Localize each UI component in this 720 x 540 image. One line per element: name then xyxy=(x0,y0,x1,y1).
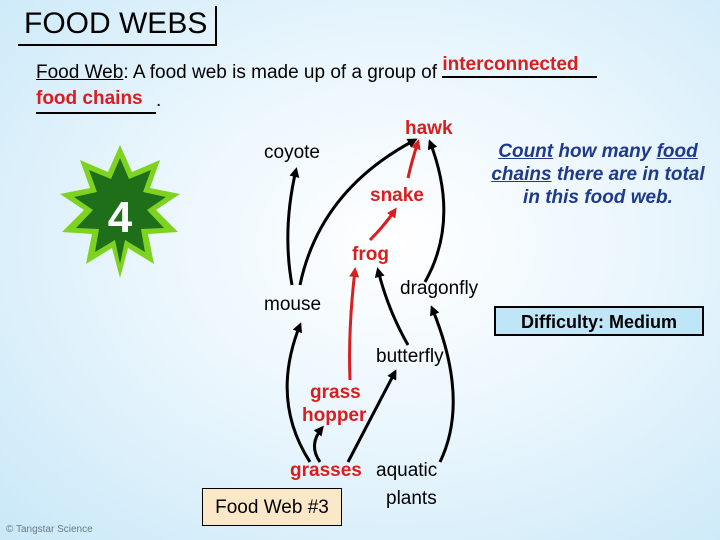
label-aquatic-1: aquatic xyxy=(376,460,438,481)
label-dragonfly: dragonfly xyxy=(400,278,479,299)
food-web-number: Food Web #3 xyxy=(202,488,342,526)
instruction-text: Count how many food chains there are in … xyxy=(482,140,714,209)
label-coyote: coyote xyxy=(264,142,320,163)
arrow-dragonfly-frog xyxy=(374,267,410,346)
label-butterfly: butterfly xyxy=(376,346,444,367)
copyright: © Tangstar Science xyxy=(6,524,93,535)
label-grasshopper-1: grass xyxy=(310,382,361,403)
arrow-grasses-butterfly xyxy=(346,369,397,463)
instruction-word-food-chains: food chains xyxy=(491,141,698,185)
label-grasses: grasses xyxy=(290,460,362,481)
label-grasshopper-2: hopper xyxy=(302,405,367,426)
label-snake: snake xyxy=(370,185,424,206)
definition-line-2: food chains. xyxy=(36,88,161,114)
arrow-mouse-coyote xyxy=(286,167,300,286)
definition-text: : A food web is made up of a group of xyxy=(123,62,443,83)
instruction-text-2: there are in total in this food web. xyxy=(523,164,705,208)
badge-inner-icon xyxy=(74,158,166,264)
label-hawk: hawk xyxy=(405,118,453,139)
answer-food-chains: food chains xyxy=(36,88,143,109)
difficulty-label: Difficulty: Medium xyxy=(494,306,704,336)
arrow-grasses-grasshopper xyxy=(313,425,324,463)
page-title: FOOD WEBS xyxy=(18,6,218,46)
arrow-grasshopper-frog xyxy=(348,267,360,381)
arrow-frog-snake xyxy=(368,207,397,242)
arrow-snake-hawk xyxy=(406,139,421,179)
arrow-mouse-hawk xyxy=(298,138,418,286)
instruction-text-1: how many xyxy=(553,141,657,162)
label-mouse: mouse xyxy=(264,294,322,315)
answer-blank-2: food chains xyxy=(36,88,156,114)
definition-period: . xyxy=(156,90,162,111)
label-frog: frog xyxy=(352,244,389,265)
answer-blank-1: interconnected xyxy=(442,54,598,78)
arrow-aquatic-dragonfly xyxy=(430,305,455,463)
definition-term: Food Web xyxy=(36,62,124,83)
answer-interconnected: interconnected xyxy=(442,54,579,75)
arrow-grasses-mouse xyxy=(285,322,312,463)
arrow-dragonfly-hawk xyxy=(423,139,446,283)
instruction-word-count: Count xyxy=(498,141,554,162)
label-aquatic-2: plants xyxy=(386,488,437,509)
definition-line-1: Food Web: A food web is made up of a gro… xyxy=(36,54,598,86)
badge-number: 4 xyxy=(107,193,133,242)
